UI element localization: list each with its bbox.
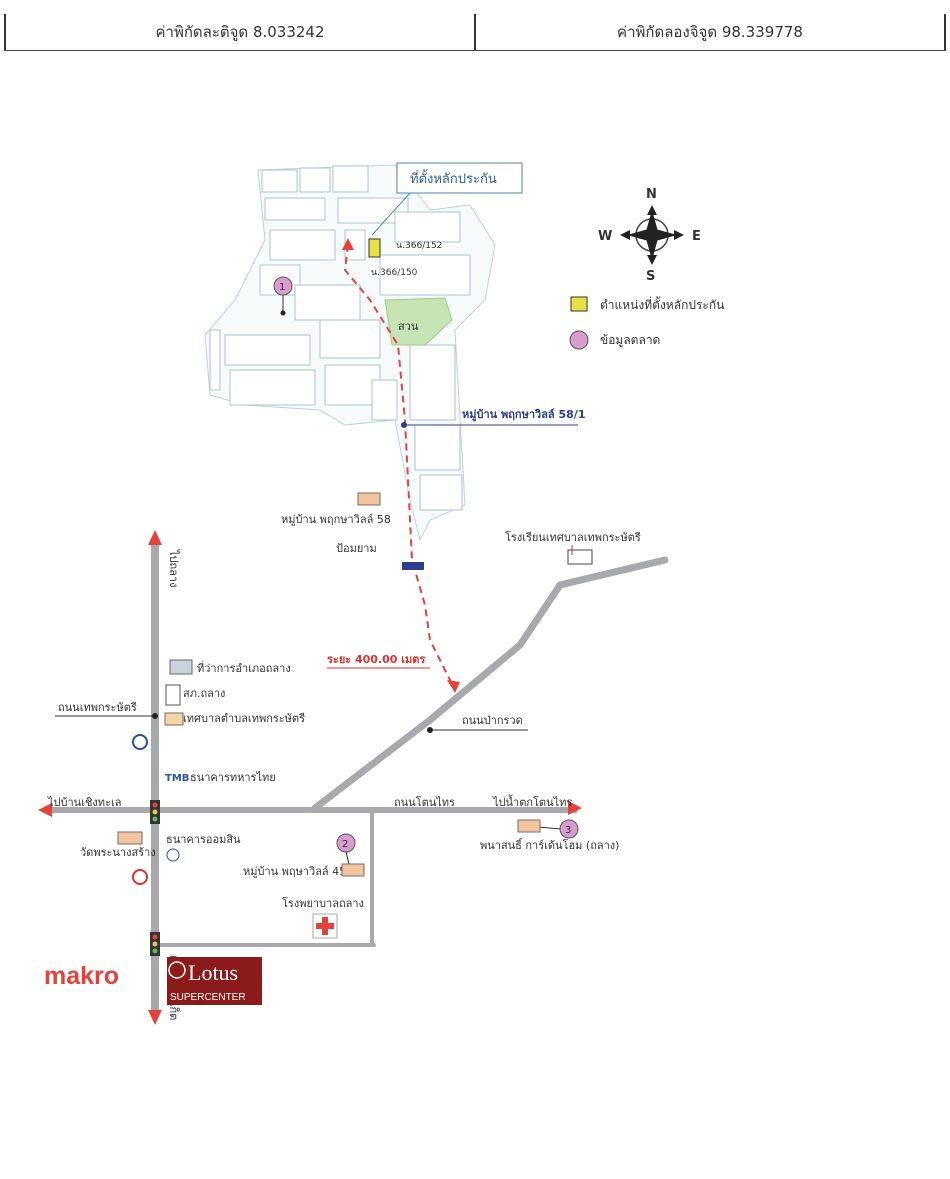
label-garden-home: พนาสนธิ์ การ์เด้นโฮม (ถลาง) [480, 837, 619, 852]
compass-s: S [646, 269, 655, 284]
svg-text:2: 2 [342, 839, 348, 850]
route-start-icon [342, 238, 354, 250]
market-marker-3: 3 [537, 819, 579, 839]
park-area [384, 297, 453, 346]
lotus-logo-text: Lotus [188, 960, 238, 985]
traffic-light-icon [150, 932, 160, 956]
pakrong-point [427, 727, 433, 733]
label-tontai-road: ถนนโตนไทร [394, 795, 455, 809]
market-marker-1: 1 [273, 276, 293, 316]
legend-collateral-swatch [570, 296, 588, 312]
compass-rose-icon [620, 205, 684, 265]
collateral-callout-box [396, 162, 523, 194]
label-to-talang: ไปถลาง [167, 549, 180, 587]
lot-blocks [209, 165, 471, 511]
police-icon [165, 684, 181, 706]
label-village-45: หมู่บ้าน พฤษาวิลล์ 45 [243, 865, 346, 878]
label-tmb: ธนาคารทหารไทย [190, 771, 276, 784]
district-office-icon [169, 659, 193, 675]
svg-text:1: 1 [279, 282, 285, 293]
label-to-waterfall: ไปน้ำตกโตนไทร [492, 794, 572, 809]
compass-e: E [692, 229, 701, 244]
ptt-station-icon [132, 869, 148, 885]
label-gate: ป้อมยาม [336, 542, 377, 555]
park-label: สวน [398, 320, 419, 333]
makro-logo: makro [44, 962, 119, 990]
roads [47, 536, 669, 1019]
callout-leader [371, 192, 411, 236]
route-line [343, 244, 456, 691]
compass-w: W [598, 229, 612, 244]
arrow-down-icon [148, 1010, 162, 1025]
school-icon [567, 545, 593, 565]
legend-collateral-label: ตำแหน่งที่ตั้งหลักประกัน [600, 296, 724, 312]
route-arrow-icon [447, 680, 460, 693]
junction-point [152, 713, 158, 719]
hospital-cross-icon [312, 913, 338, 939]
latitude-readout: ค่าพิกัดละติจูด 8.033242 [4, 14, 474, 50]
label-police: สภ.ถลาง [183, 687, 225, 700]
guard-house-icon [402, 562, 424, 570]
temple-icon [117, 831, 143, 845]
lotus-logo-sub: SUPERCENTER [170, 992, 246, 1003]
garden-home-house-icon [517, 819, 541, 833]
traffic-light-icon [150, 800, 160, 824]
label-to-choeng-thale: ไปบ้านเชิงทะเล [47, 796, 121, 809]
callout-label: ที่ตั้งหลักประกัน [410, 169, 497, 187]
label-school: โรงเรียนเทศบาลเทพกระษัตรี [505, 530, 641, 544]
tmb-logo: TMB [165, 773, 189, 784]
label-village-58-1: หมู่บ้าน พฤกษาวิลล์ 58/1 [462, 408, 585, 422]
label-municipality: เทศบาลตำบลเทพกระษัตรี [183, 712, 305, 725]
label-gsb: ธนาคารออมสิน [166, 833, 241, 846]
arrow-up-icon [148, 530, 162, 545]
market-marker-2: 2 [336, 833, 356, 869]
label-hospital: โรงพยาบาลถลาง [282, 896, 364, 910]
municipality-icon [164, 712, 184, 726]
legend-market-label: ข้อมูลตลาด [600, 333, 660, 348]
label-distance: ระยะ 400.00 เมตร [327, 653, 425, 666]
longitude-readout: ค่าพิกัดลองจิจูด 98.339778 [474, 14, 946, 50]
road-arrows [38, 530, 582, 1025]
arrow-right-icon [568, 801, 582, 815]
collateral-plot [368, 238, 381, 258]
arrow-left-icon [38, 803, 52, 817]
coordinate-header: ค่าพิกัดละติจูด 8.033242 ค่าพิกัดลองจิจู… [4, 14, 946, 51]
label-district-office: ที่ว่าการอำเภอถลาง [197, 660, 291, 675]
plot-label-a: น.366/152 [396, 241, 442, 251]
label-village-58: หมู่บ้าน พฤกษาวิลล์ 58 [281, 513, 391, 526]
bank-icon [166, 848, 180, 862]
plot-label-b: น.366/150 [371, 268, 418, 278]
svg-text:3: 3 [565, 825, 571, 836]
village-45-house-icon [341, 863, 365, 877]
lotus-flower-icon [168, 961, 186, 979]
thai-crest-icon [132, 734, 148, 750]
label-pakrong-road: ถนนป่ากรวด [462, 714, 523, 727]
compass-n: N [646, 187, 657, 202]
label-thepkrasattri-road: ถนนเทพกระษัตรี [58, 701, 137, 714]
village-house-icon [357, 492, 381, 506]
legend-market-swatch [569, 330, 589, 350]
label-temple: วัดพระนางสร้าง [80, 846, 156, 859]
